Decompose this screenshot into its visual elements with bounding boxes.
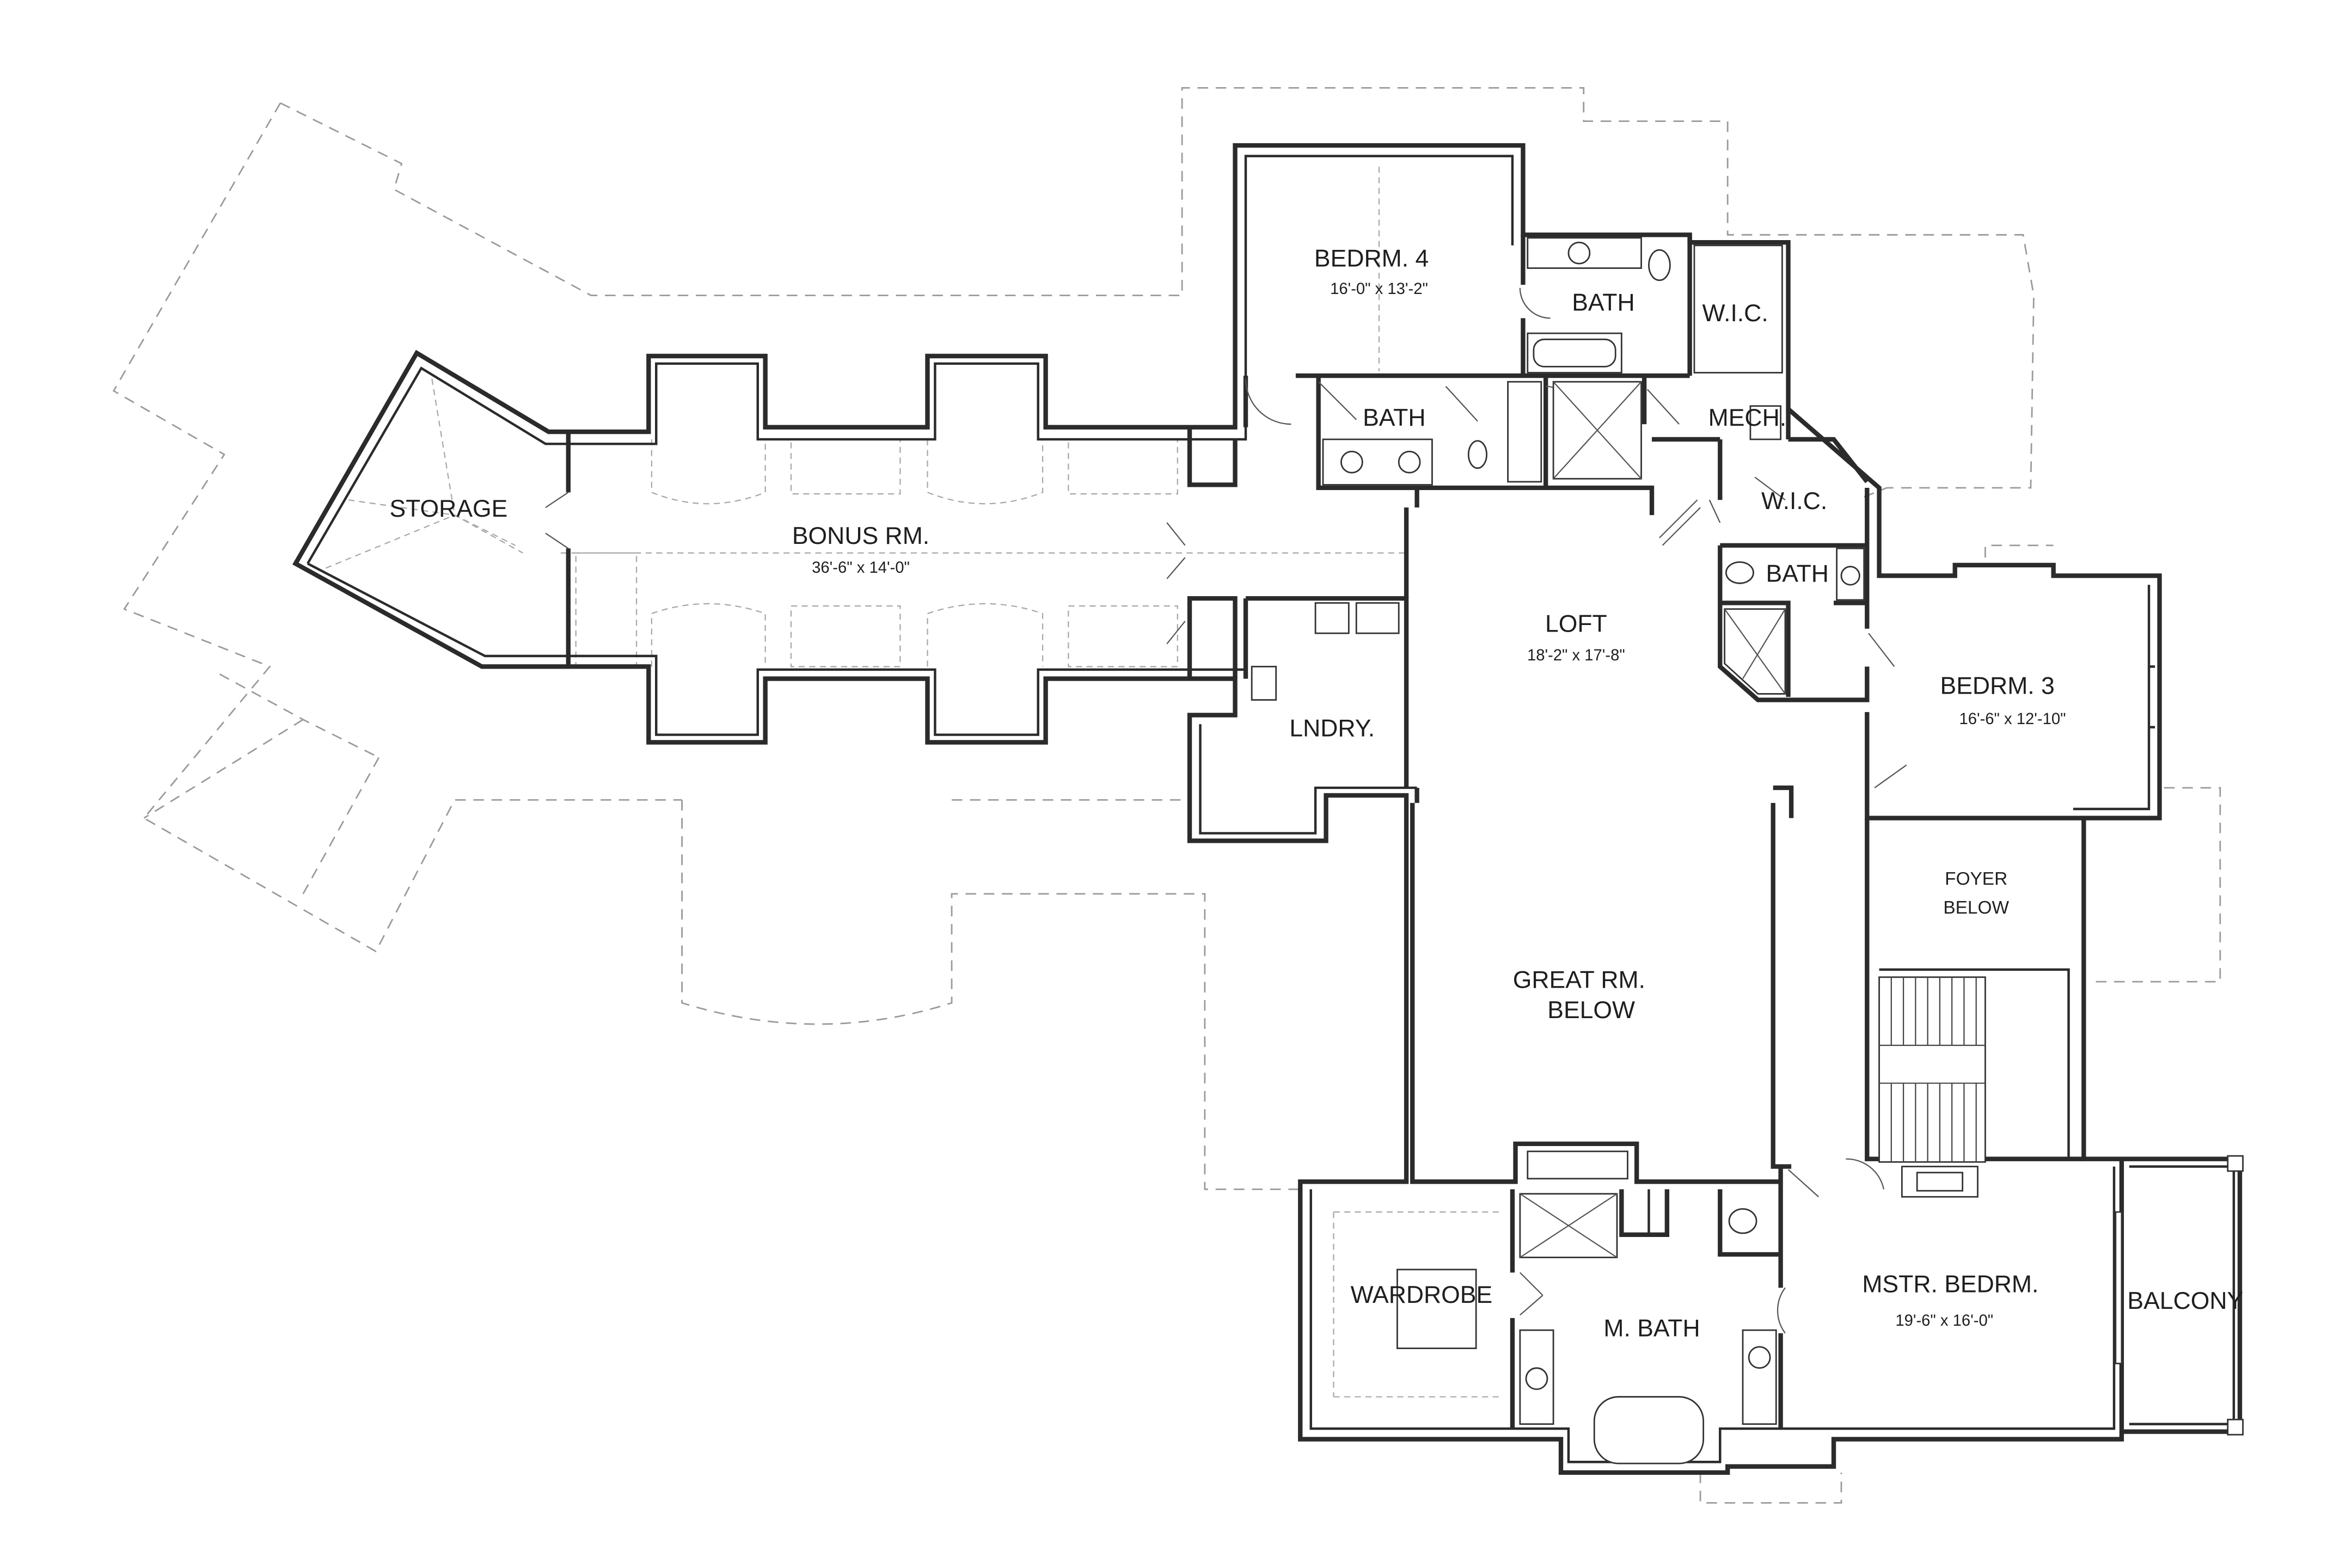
sink-icon xyxy=(1748,1346,1771,1369)
toilet-icon xyxy=(1648,249,1671,281)
laundry-sink xyxy=(1251,665,1277,701)
toilet-icon xyxy=(1728,1208,1757,1234)
room-name-master-bedroom: MSTR. BEDRM. xyxy=(1862,1271,2038,1298)
post xyxy=(2227,1418,2244,1436)
sink-icon xyxy=(1567,241,1591,265)
room-name-wardrobe: WARDROBE xyxy=(1351,1282,1493,1308)
room-name-bonus: BONUS RM. xyxy=(792,523,929,549)
sink-icon xyxy=(1398,450,1421,474)
vanity xyxy=(1742,1329,1777,1425)
room-name-bath-bed4: BATH xyxy=(1572,289,1634,316)
foyer-below-line2: BELOW xyxy=(1943,898,2009,918)
room-dim-bedroom-4: 16'-0" x 13'-2" xyxy=(1330,280,1428,298)
toilet-icon xyxy=(1725,561,1754,584)
room-name-wic-bed3: W.I.C. xyxy=(1761,488,1827,514)
balcony xyxy=(2121,1155,2244,1436)
staircase xyxy=(1878,976,1986,1163)
room-dim-master-bedroom: 19'-6" x 16'-0" xyxy=(1895,1312,1993,1330)
doors xyxy=(545,287,1907,1334)
fixtures xyxy=(1251,237,2155,1465)
room-name-balcony: BALCONY xyxy=(2127,1288,2243,1314)
room-name-mech: MECH. xyxy=(1708,405,1786,431)
washer xyxy=(1314,602,1350,634)
room-labels: BEDRM. 4 16'-0" x 13'-2" BATH W.I.C. BAT… xyxy=(389,246,2243,1342)
room-name-loft: LOFT xyxy=(1545,610,1607,637)
foyer-below-line1: FOYER xyxy=(1945,869,2007,889)
room-dim-loft: 18'-2" x 17'-8" xyxy=(1527,647,1625,664)
room-name-bedroom-3: BEDRM. 3 xyxy=(1940,672,2055,699)
room-name-storage: STORAGE xyxy=(389,495,507,522)
post xyxy=(2227,1155,2244,1172)
wardrobe-island xyxy=(1396,1269,1477,1349)
room-dim-bedroom-3: 16'-6" x 12'-10" xyxy=(1959,710,2066,728)
room-name-bath-hall: BATH xyxy=(1363,405,1425,431)
sink-icon xyxy=(1340,450,1363,474)
room-name-laundry: LNDRY. xyxy=(1289,715,1375,742)
sink-icon xyxy=(1840,566,1860,586)
sink-icon xyxy=(1525,1367,1548,1391)
water-heater xyxy=(1749,405,1782,440)
room-name-bath-bed3: BATH xyxy=(1766,561,1829,587)
room-name-bedroom-4: BEDRM. 4 xyxy=(1314,246,1429,272)
bathtub xyxy=(1593,1396,1705,1465)
dryer xyxy=(1355,602,1400,634)
room-name-master-bath: M. BATH xyxy=(1603,1315,1700,1342)
toilet-icon xyxy=(1467,440,1488,469)
wic-shelving xyxy=(1693,244,1783,373)
roof-outline xyxy=(112,87,2221,1504)
great-room-below-line1: GREAT RM. xyxy=(1513,966,1645,993)
great-room-below-line2: BELOW xyxy=(1547,997,1635,1024)
room-name-wic-bed4: W.I.C. xyxy=(1702,300,1768,327)
room-dim-bonus: 36'-6" x 14'-0" xyxy=(812,559,910,577)
bathtub xyxy=(1507,381,1542,483)
